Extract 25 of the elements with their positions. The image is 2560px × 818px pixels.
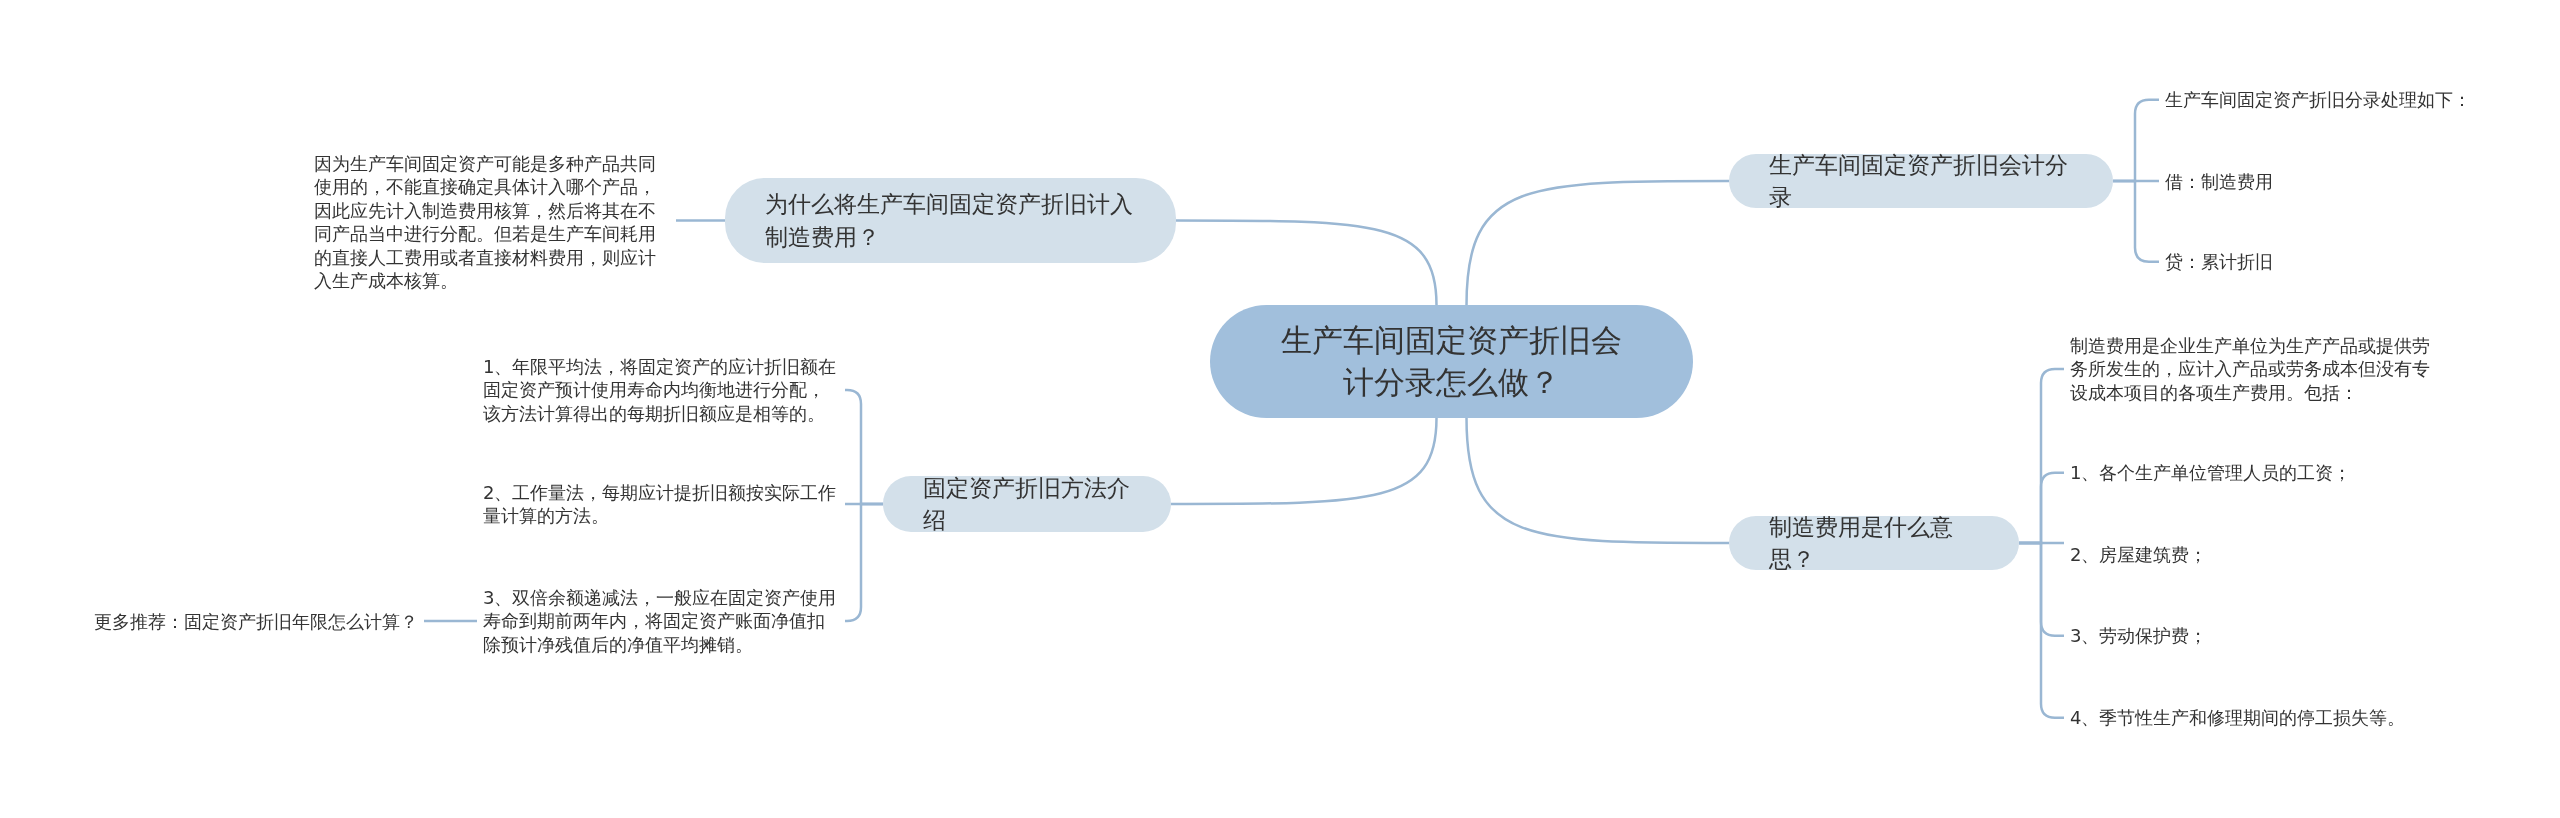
topic-box: 制造费用是什么意思？ — [1729, 516, 2019, 570]
branch-text: 借：制造费用 — [2159, 170, 2279, 194]
connector-line — [1176, 219, 1438, 306]
branch-text: 3、劳动保护费； — [2064, 624, 2214, 648]
branch-text: 更多推荐：固定资产折旧年限怎么计算？ — [88, 610, 424, 634]
branch-text: 生产车间固定资产折旧分录处理如下： — [2159, 88, 2477, 112]
topic-box: 固定资产折旧方法介绍 — [883, 476, 1171, 532]
central-topic-box: 生产车间固定资产折旧会计分录怎么做？ — [1210, 305, 1693, 418]
branch-text: 1、年限平均法，将固定资产的应计折旧额在固定资产预计使用寿命内均衡地进行分配，该方法计算得出的每期折旧额应是相等的。 — [477, 355, 845, 426]
connector-line — [424, 619, 477, 623]
topic-box: 为什么将生产车间固定资产折旧计入制造费用？ — [725, 178, 1176, 263]
connector-line — [676, 219, 725, 222]
branch-text: 制造费用是企业生产单位为生产产品或提供劳务所发生的，应计入产品或劳务成本但没有专设成本项目的各项生产费用。包括： — [2064, 334, 2436, 405]
branch-text: 因为生产车间固定资产可能是多种产品共同使用的，不能直接确定具体计入哪个产品，因此应先计入制造费用核算，然后将其在不同产品当中进行分配。但若是生产车间耗用的直接人工费用或者直接材料费用，则应计入生产成本核算。 — [308, 152, 676, 293]
branch-text: 1、各个生产单位管理人员的工资； — [2064, 461, 2358, 485]
branch-text: 贷：累计折旧 — [2159, 250, 2279, 274]
connector-line — [1465, 417, 1729, 545]
topic-box: 生产车间固定资产折旧会计分录 — [1729, 154, 2113, 208]
connector-line — [1465, 179, 1729, 306]
connector-line — [844, 502, 883, 623]
branch-text: 2、房屋建筑费； — [2064, 543, 2214, 567]
branch-text: 4、季节性生产和修理期间的停工损失等。 — [2064, 706, 2412, 730]
connector-line — [1171, 417, 1438, 506]
branch-text: 2、工作量法，每期应计提折旧额按实际工作量计算的方法。 — [477, 481, 845, 528]
branch-text: 3、双倍余额递减法，一般应在固定资产使用寿命到期前两年内，将固定资产账面净值扣除预计净残值后的净值平均摊销。 — [477, 586, 845, 657]
